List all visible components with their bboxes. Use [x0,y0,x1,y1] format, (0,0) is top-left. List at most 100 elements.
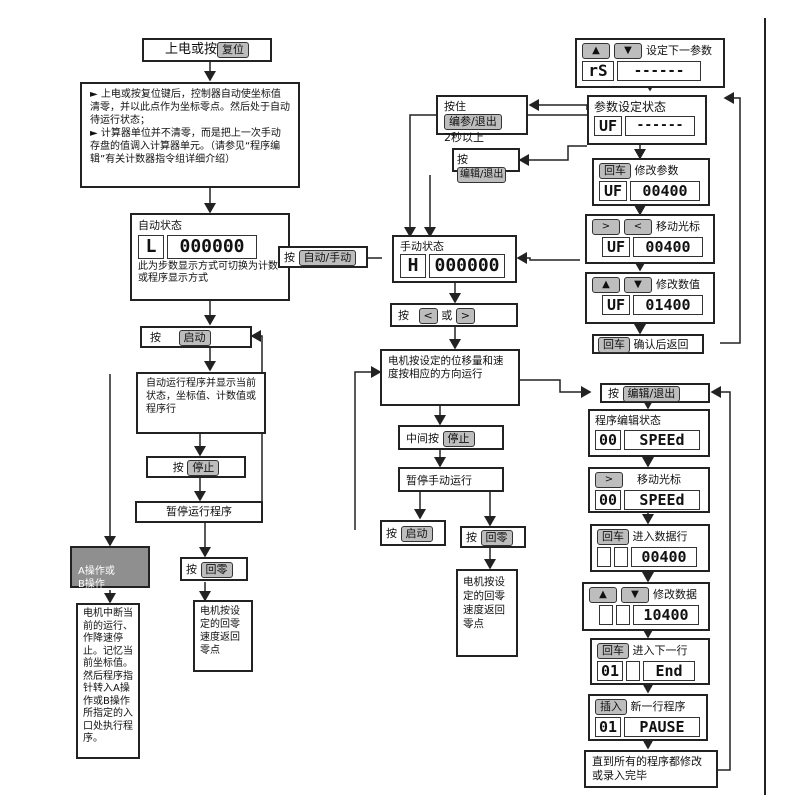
up-arrow-key[interactable]: ▲ [582,43,610,59]
press-stop-left-box: 按 停止 [146,456,246,478]
auto-run-text: 自动运行程序并显示当前状态，坐标值、计数值或程序行 [146,378,256,415]
motor-stop-text: 电机中断当前的运行、作降速停止。记忆当前坐标值。然后程序指针转入A操作或B操作所… [83,608,133,744]
right-arrow-key[interactable]: > [455,308,475,324]
ab-operation-text: A操作或 B操作 [78,566,115,590]
prog-insert-display: 01 PAUSE [595,717,701,737]
param-state-dashes: ------ [625,116,695,136]
param-modify-label: 修改参数 [634,164,679,177]
edit-exit-key[interactable]: 编辑/退出 [457,167,507,183]
press-stop-mid-label: 中间按 [406,432,439,445]
param-confirm-box: 回车 确认后返回 [592,334,704,354]
param-state-code: UF [594,116,622,136]
ab-operation-box: A操作或 B操作 [70,546,150,590]
auto-counter-digits: 000000 [167,235,257,259]
press-auto-manual-label: 按 [284,251,295,264]
param-cursor-code: UF [602,237,630,257]
auto-state-note: 此为步数显示方式可切换为计数或程序显示方式 [138,261,278,284]
up-data-key[interactable]: ▲ [589,587,617,603]
prog-state-line: 00 [595,430,621,450]
param-value-code: UF [602,295,630,315]
stop-key-mid[interactable]: 停止 [442,431,475,447]
left-cursor-key[interactable]: < [624,219,652,235]
prog-enter-blank-2 [614,547,628,567]
param-value-display: UF 01400 [592,295,708,315]
prog-insert-box: 插入 新一行程序 01 PAUSE [588,694,708,741]
param-value-box: ▲▼修改数值 UF 01400 [585,272,715,324]
prog-next-label: 进入下一行 [632,644,688,657]
param-cursor-label: 移动光标 [656,220,700,233]
param-value-digits: 01400 [633,295,703,315]
prog-enter-box: 回车 进入数据行 00400 [590,524,710,572]
prog-cursor-display: 00 SPEEd [595,490,703,510]
prog-insert-line: 01 [595,717,621,737]
auto-state-box: 自动状态 L 000000 此为步数显示方式可切换为计数或程序显示方式 [130,213,290,301]
prog-cursor-label: 移动光标 [637,473,681,486]
motor-move-text: 电机按设定的位移量和速度按相应的方向运行 [388,355,504,380]
press-auto-manual-box: 按 自动/手动 [278,246,368,268]
prog-done-box: 直到所有的程序都修改或录入完毕 [584,750,718,788]
power-on-label: 上电或按 [164,42,217,57]
press-edit-exit-box: 按 编辑/退出 [452,148,520,183]
edit-param-exit-key[interactable]: 编参/退出 [444,114,502,130]
enter-key-param[interactable]: 回车 [599,163,631,179]
prog-next-blank [626,661,640,681]
param-state-title: 参数设定状态 [594,100,667,114]
right-cursor-key[interactable]: > [592,219,620,235]
down-data-key[interactable]: ▼ [621,587,649,603]
motor-home-mid-text: 电机按设定的回零速度返回零点 [463,576,505,630]
reset-key[interactable]: 复位 [217,42,249,58]
prog-cursor-line: 00 [595,490,621,510]
param-next-code: rS [582,61,614,81]
pause-run-text: 暂停运行程序 [166,505,232,518]
startup-desc-1: ► 上电或按复位键后，控制器自动使坐标值清零，并以此点作为坐标零点。然后处于自动… [90,89,290,126]
prog-value-display: 10400 [589,605,703,625]
auto-run-box: 自动运行程序并显示当前状态，坐标值、计数值或程序行 [136,372,266,434]
press-edit-exit-label: 按 [457,153,468,166]
auto-manual-key[interactable]: 自动/手动 [298,250,357,266]
press-home-left-label: 按 [186,563,197,576]
press-lr-label: 按 [398,309,409,322]
prog-next-line: 01 [597,661,623,681]
press-home-left-box: 按 回零 [180,557,248,581]
pause-manual-text: 暂停手动运行 [406,474,472,487]
down-value-key[interactable]: ▼ [624,277,652,293]
param-state-box: 参数设定状态 UF ------ [587,95,707,145]
auto-state-display: L 000000 [138,235,282,259]
press-edit-right-box: 按 编辑/退出 [600,383,710,403]
enter-key-confirm[interactable]: 回车 [598,337,630,353]
param-next-label: 设定下一参数 [646,44,712,57]
insert-key[interactable]: 插入 [595,699,627,715]
motor-home-left-text: 电机按设定的回零速度返回零点 [200,606,240,656]
prog-state-box: 程序编辑状态 00 SPEEd [588,409,710,457]
right-cursor-key-prog[interactable]: > [595,472,623,488]
auto-mode-digit: L [138,235,164,259]
start-key-mid[interactable]: 启动 [400,526,433,542]
param-confirm-label: 确认后返回 [633,338,689,351]
param-next-display: rS ------ [582,61,718,81]
home-key-mid[interactable]: 回零 [480,530,513,546]
motor-stop-box: 电机中断当前的运行、作降速停止。记忆当前坐标值。然后程序指针转入A操作或B操作所… [76,603,140,759]
stop-key-left[interactable]: 停止 [187,460,220,476]
up-value-key[interactable]: ▲ [592,277,620,293]
press-left-right-box: 按 < 或 > [390,303,518,327]
prog-done-text: 直到所有的程序都修改或录入完毕 [592,755,702,782]
enter-key-next[interactable]: 回车 [597,643,629,659]
motor-home-mid-box: 电机按设定的回零速度返回零点 [456,569,518,657]
param-modify-display: UF 00400 [599,181,703,201]
startup-description-box: ► 上电或按复位键后，控制器自动使坐标值清零，并以此点作为坐标零点。然后处于自动… [80,82,300,188]
press-home-mid-label: 按 [466,531,477,544]
left-arrow-key[interactable]: < [418,308,438,324]
prog-enter-value: 00400 [631,547,697,567]
manual-mode-digit: H [400,254,426,278]
edit-exit-key-right[interactable]: 编辑/退出 [622,386,681,402]
param-state-display: UF ------ [594,116,700,136]
hold-duration-label: 2秒以上 [444,131,484,144]
down-arrow-key[interactable]: ▼ [614,43,642,59]
prog-next-cmd: End [643,661,695,681]
prog-state-cmd: SPEEd [624,430,700,450]
enter-key-prog[interactable]: 回车 [597,529,629,545]
manual-state-box: 手动状态 H 000000 [392,235,517,283]
pause-run-box: 暂停运行程序 [135,501,263,523]
home-key-left[interactable]: 回零 [200,562,233,578]
start-key-left[interactable]: 启动 [178,330,211,346]
